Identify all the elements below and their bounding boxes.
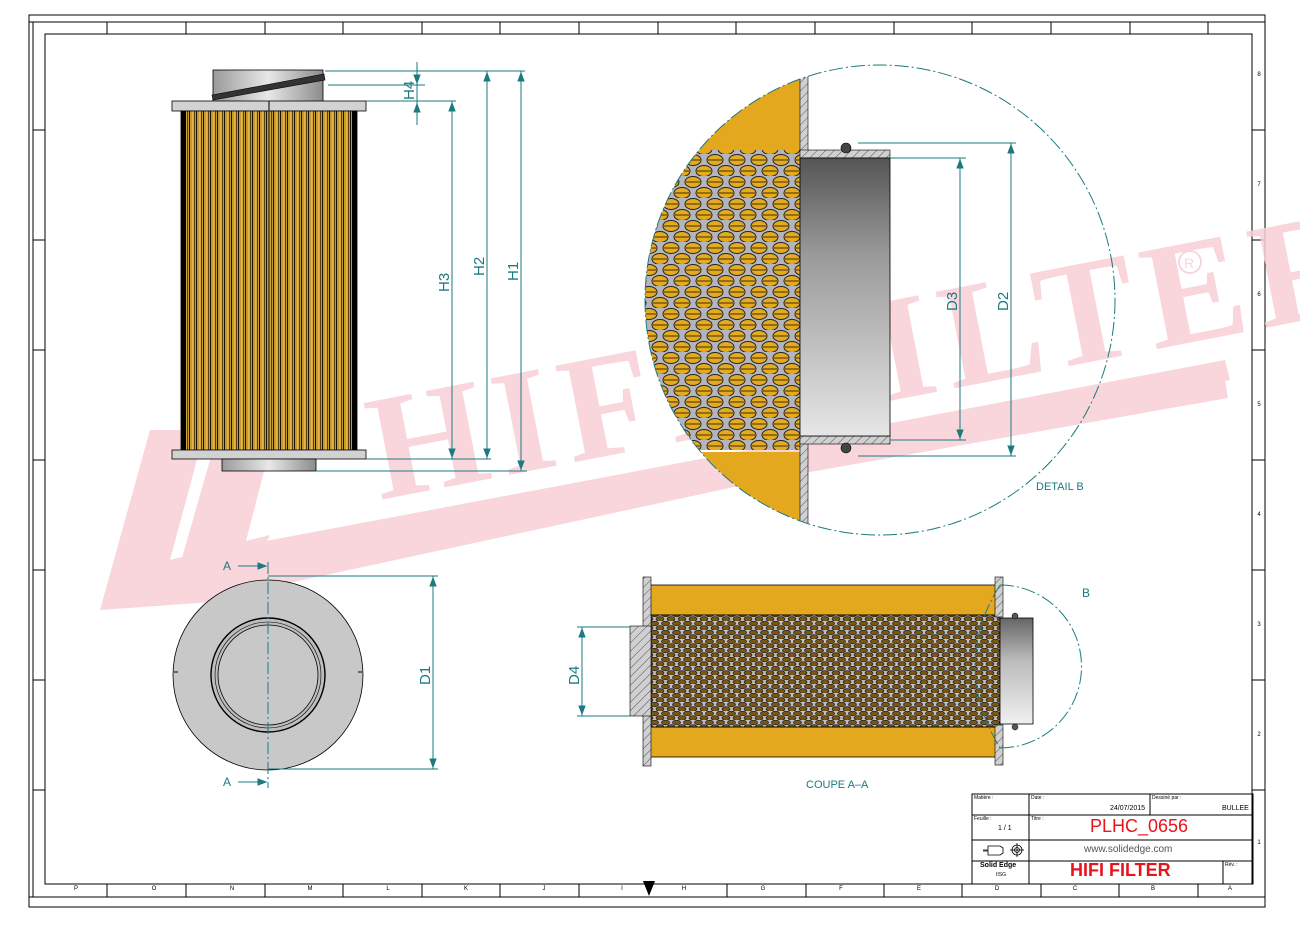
side-view-dim-labels: H4 H3 H2 H1 bbox=[401, 81, 522, 292]
zone-number: 6 bbox=[1257, 292, 1261, 298]
zone-letter: M bbox=[307, 886, 313, 892]
dessine-label: Dessiné par : bbox=[1152, 795, 1182, 801]
software-name: Solid Edge bbox=[980, 862, 1017, 869]
zone-letter: N bbox=[229, 886, 235, 892]
bottom-zone-ticks bbox=[29, 884, 1265, 898]
drawing-title: PLHC_0656 bbox=[1090, 816, 1189, 836]
zone-letter: L bbox=[386, 886, 390, 892]
zone-letter: K bbox=[463, 886, 468, 892]
zone-number: 4 bbox=[1257, 512, 1261, 518]
zone-letter: O bbox=[151, 886, 157, 892]
dim-h3-label: H3 bbox=[436, 273, 453, 292]
zone-letter: J bbox=[542, 886, 546, 892]
detail-b-callout-circle bbox=[999, 584, 1082, 749]
zone-number: 1 bbox=[1257, 840, 1261, 846]
zone-letter: P bbox=[73, 886, 78, 892]
zone-letter: E bbox=[916, 886, 921, 892]
zone-letter: C bbox=[1072, 886, 1078, 892]
centering-mark-icon bbox=[643, 881, 655, 896]
side-view-dimensions bbox=[316, 62, 527, 472]
dessine-value: BULLEE bbox=[1222, 805, 1249, 812]
projection-symbol-icon bbox=[983, 843, 1024, 857]
zone-letter: H bbox=[681, 886, 687, 892]
zone-number: 7 bbox=[1257, 182, 1261, 188]
side-view bbox=[171, 69, 367, 472]
zone-letter: I bbox=[621, 886, 623, 892]
software-sub: IISG bbox=[996, 872, 1007, 878]
company-name: HIFI FILTER bbox=[1070, 860, 1171, 880]
end-view bbox=[172, 562, 364, 788]
rev-label: Rév. : bbox=[1225, 862, 1238, 868]
matiere-label: Matière : bbox=[974, 795, 994, 801]
title-block: Matière : Date : 24/07/2015 Dessiné par … bbox=[972, 794, 1253, 884]
zone-letter: B bbox=[1150, 886, 1155, 892]
dim-d3-label: D3 bbox=[944, 292, 961, 311]
svg-text:R: R bbox=[1184, 255, 1194, 271]
section-marker-a-top: A bbox=[223, 559, 231, 573]
date-value: 24/07/2015 bbox=[1110, 805, 1146, 812]
zone-letter: A bbox=[1227, 886, 1232, 892]
zone-number: 2 bbox=[1257, 732, 1261, 738]
side-zone-ticks bbox=[32, 22, 1265, 897]
dim-h2-label: H2 bbox=[471, 257, 488, 276]
detail-b-marker: B bbox=[1082, 586, 1091, 600]
detail-b-boundary bbox=[644, 64, 1116, 536]
feuille-label: Feuille : bbox=[974, 816, 992, 822]
detail-b-label: DETAIL B bbox=[1036, 481, 1084, 493]
section-aa-label: COUPE A–A bbox=[806, 779, 869, 791]
zone-number: 8 bbox=[1257, 72, 1261, 78]
dim-d2-label: D2 bbox=[995, 292, 1012, 311]
section-marker-a-bottom: A bbox=[223, 775, 231, 789]
zone-letter: F bbox=[839, 886, 843, 892]
column-zone-labels: P O N M L K J I H G F E D C B A bbox=[45, 886, 1252, 896]
feuille-value: 1 / 1 bbox=[998, 825, 1012, 832]
dim-h4-label: H4 bbox=[401, 81, 418, 100]
top-zone-ticks bbox=[29, 21, 1265, 34]
row-zone-labels-right: 8 7 6 5 4 3 2 1 bbox=[1253, 34, 1265, 884]
website-text: www.solidedge.com bbox=[1084, 844, 1173, 855]
end-view-dimensions bbox=[238, 562, 438, 786]
date-label: Date : bbox=[1031, 795, 1045, 801]
section-aa-view bbox=[629, 576, 1034, 767]
section-aa-dimensions bbox=[577, 626, 630, 717]
detail-b-dimensions bbox=[858, 142, 1016, 457]
zone-letter: G bbox=[760, 886, 766, 892]
zone-number: 5 bbox=[1257, 402, 1261, 408]
titre-label: Titre : bbox=[1031, 816, 1044, 822]
dim-d1-label: D1 bbox=[417, 666, 434, 685]
zone-letter: D bbox=[994, 886, 1000, 892]
dim-d4-label: D4 bbox=[566, 666, 583, 685]
zone-number: 3 bbox=[1257, 622, 1261, 628]
title-block-frame bbox=[971, 793, 1254, 885]
dim-h1-label: H1 bbox=[505, 262, 522, 281]
